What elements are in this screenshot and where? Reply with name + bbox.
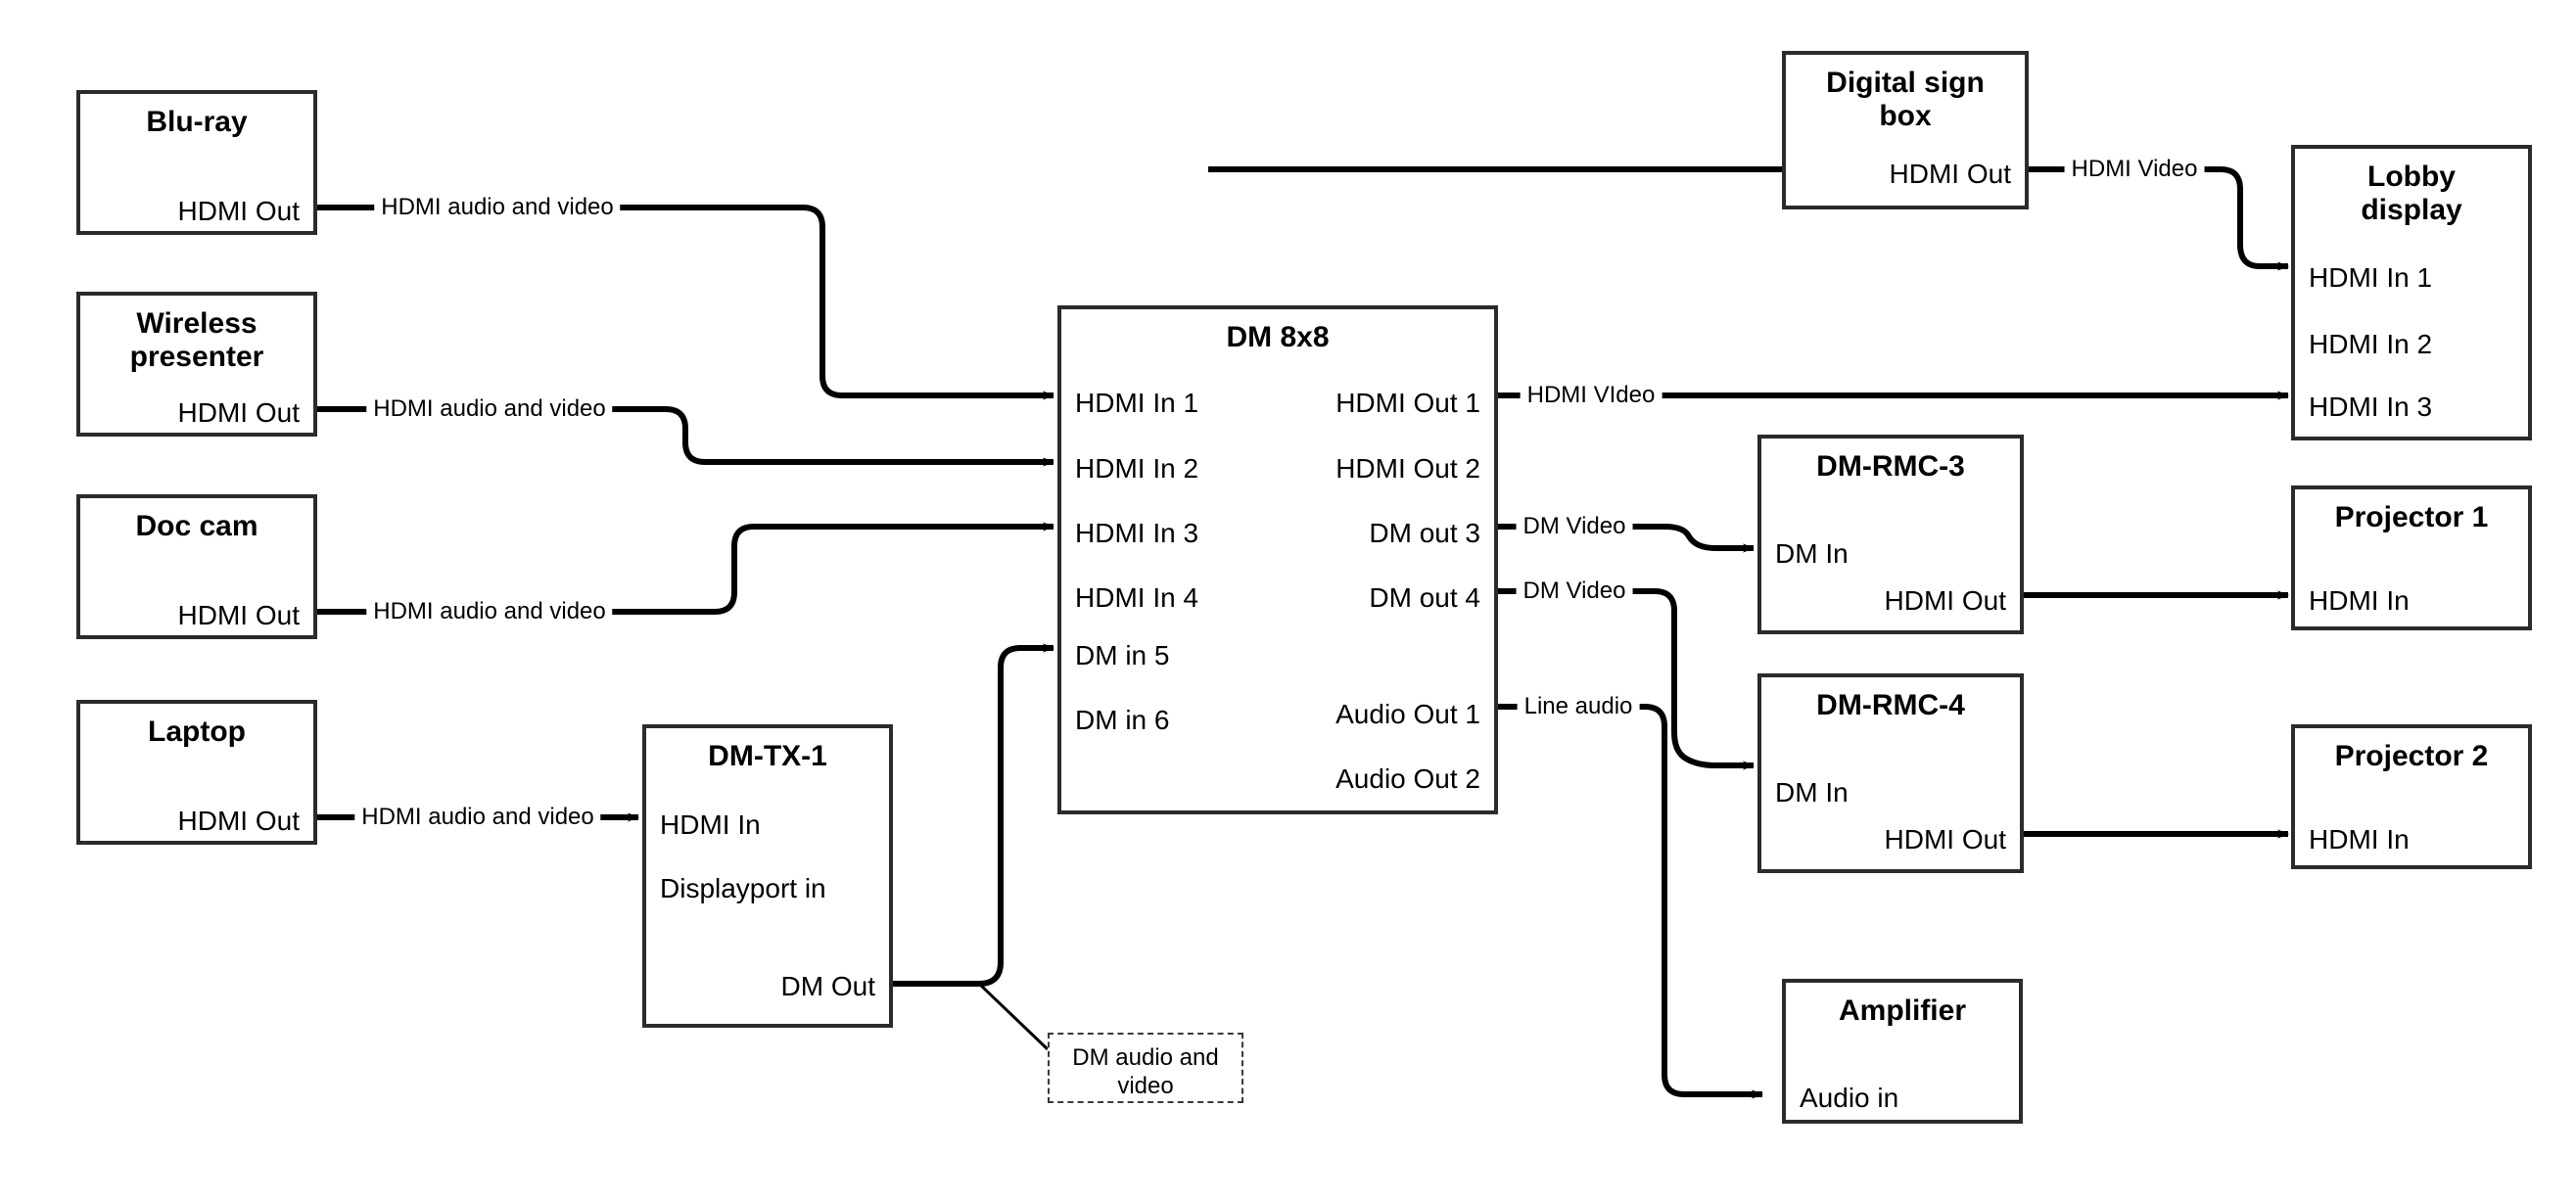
- node-wireless-presenter[interactable]: Wireless presenter HDMI Out: [76, 292, 317, 437]
- port-digital-sign-hdmi-out[interactable]: HDMI Out: [1889, 159, 2011, 189]
- wire-label-dm-out4-to-rmc4: DM Video: [1516, 579, 1633, 603]
- node-dm-tx-1[interactable]: DM-TX-1 HDMI In Displayport in DM Out: [642, 724, 893, 1028]
- wire-label-wireless-to-dm: HDMI audio and video: [366, 397, 613, 421]
- port-dm-rmc-3-dm-in[interactable]: DM In: [1775, 538, 1849, 569]
- port-dm-rmc-4-dm-in[interactable]: DM In: [1775, 777, 1849, 808]
- port-projector-1-hdmi-in[interactable]: HDMI In: [2309, 585, 2410, 616]
- wire-label-dm-out1-to-lobby: HDMI VIdeo: [1520, 384, 1663, 407]
- node-title-doc-cam: Doc cam: [135, 510, 258, 542]
- port-lobby-display-hdmi-in-3[interactable]: HDMI In 3: [2309, 392, 2433, 422]
- callout-dm-audio-video: DM audio and video: [1048, 1033, 1243, 1103]
- port-dm-8x8-hdmi-in-1[interactable]: HDMI In 1: [1075, 388, 1199, 418]
- node-amplifier[interactable]: Amplifier Audio in: [1782, 979, 2023, 1124]
- port-dm-rmc-4-hdmi-out[interactable]: HDMI Out: [1884, 824, 2006, 855]
- port-dm-tx-1-dm-out[interactable]: DM Out: [780, 971, 875, 1001]
- port-laptop-hdmi-out[interactable]: HDMI Out: [177, 806, 300, 836]
- wire-label-dm-out3-to-rmc3: DM Video: [1516, 515, 1633, 538]
- wire-dm8x8-out4-to-rmc4: [1498, 588, 1755, 770]
- port-dm-8x8-dm-in-6[interactable]: DM in 6: [1075, 705, 1170, 735]
- node-lobby-display[interactable]: Lobby display HDMI In 1 HDMI In 2 HDMI I…: [2291, 145, 2532, 440]
- node-title-laptop: Laptop: [148, 716, 246, 748]
- wire-bluray-to-dm8x8: [317, 205, 1054, 400]
- node-title-lobby-display-line2: display: [2361, 193, 2462, 226]
- port-dm-8x8-dm-in-5[interactable]: DM in 5: [1075, 640, 1170, 670]
- port-dm-8x8-audio-out-1[interactable]: Audio Out 1: [1335, 699, 1480, 729]
- port-dm-8x8-audio-out-2[interactable]: Audio Out 2: [1335, 763, 1480, 794]
- node-laptop[interactable]: Laptop HDMI Out: [76, 700, 317, 845]
- node-title-dm-rmc-4: DM-RMC-4: [1816, 689, 1965, 721]
- node-dm-8x8[interactable]: DM 8x8 HDMI In 1 HDMI In 2 HDMI In 3 HDM…: [1057, 305, 1498, 814]
- node-title-lobby-display-line1: Lobby: [2367, 161, 2456, 193]
- wire-dm8x8-audio1-to-amp: [1498, 704, 1763, 1099]
- node-title-amplifier: Amplifier: [1838, 994, 1967, 1027]
- node-title-digital-sign-line1: Digital sign: [1826, 67, 1985, 99]
- wire-label-sign-to-lobby: HDMI Video: [2064, 158, 2205, 181]
- port-dm-8x8-hdmi-in-3[interactable]: HDMI In 3: [1075, 518, 1199, 548]
- port-projector-2-hdmi-in[interactable]: HDMI In: [2309, 824, 2410, 855]
- port-dm-rmc-3-hdmi-out[interactable]: HDMI Out: [1884, 585, 2006, 616]
- port-amplifier-audio-in[interactable]: Audio in: [1800, 1083, 1899, 1113]
- node-title-projector-2: Projector 2: [2334, 740, 2489, 772]
- wire-sign-to-lobby: [1208, 166, 2289, 271]
- port-lobby-display-hdmi-in-1[interactable]: HDMI In 1: [2309, 262, 2433, 293]
- wire-label-laptop-to-tx: HDMI audio and video: [354, 806, 601, 829]
- node-title-wireless-presenter-line2: presenter: [129, 340, 264, 373]
- wire-dmtx1-to-dm8x8: [893, 643, 1054, 987]
- wire-label-audio-out1-to-amp: Line audio: [1517, 695, 1640, 718]
- port-dm-8x8-hdmi-out-2[interactable]: HDMI Out 2: [1335, 453, 1480, 484]
- port-dm-8x8-hdmi-in-4[interactable]: HDMI In 4: [1075, 582, 1199, 613]
- node-title-digital-sign-line2: box: [1879, 99, 1932, 132]
- wire-label-doccam-to-dm: HDMI audio and video: [366, 600, 613, 624]
- port-dm-8x8-dm-out-3[interactable]: DM out 3: [1369, 518, 1480, 548]
- port-blu-ray-hdmi-out[interactable]: HDMI Out: [177, 196, 300, 226]
- node-title-wireless-presenter-line1: Wireless: [136, 307, 258, 340]
- port-dm-tx-1-hdmi-in[interactable]: HDMI In: [660, 809, 761, 840]
- node-title-dm-8x8: DM 8x8: [1226, 321, 1330, 353]
- port-dm-8x8-hdmi-out-1[interactable]: HDMI Out 1: [1335, 388, 1480, 418]
- node-blu-ray[interactable]: Blu-ray HDMI Out: [76, 90, 317, 235]
- port-dm-8x8-hdmi-in-2[interactable]: HDMI In 2: [1075, 453, 1199, 484]
- port-lobby-display-hdmi-in-2[interactable]: HDMI In 2: [2309, 329, 2433, 359]
- wire-label-bluray-to-dm: HDMI audio and video: [374, 196, 621, 219]
- node-projector-2[interactable]: Projector 2 HDMI In: [2291, 724, 2532, 869]
- callout-text: DM audio and video: [1072, 1044, 1219, 1099]
- port-dm-8x8-dm-out-4[interactable]: DM out 4: [1369, 582, 1480, 613]
- node-title-dm-tx-1: DM-TX-1: [708, 740, 827, 772]
- port-dm-tx-1-displayport-in[interactable]: Displayport in: [660, 873, 826, 903]
- port-wireless-presenter-hdmi-out[interactable]: HDMI Out: [177, 397, 300, 428]
- node-title-dm-rmc-3: DM-RMC-3: [1816, 450, 1965, 483]
- node-doc-cam[interactable]: Doc cam HDMI Out: [76, 494, 317, 639]
- node-title-blu-ray: Blu-ray: [146, 106, 248, 138]
- node-dm-rmc-3[interactable]: DM-RMC-3 DM In HDMI Out: [1757, 435, 2024, 634]
- port-doc-cam-hdmi-out[interactable]: HDMI Out: [177, 600, 300, 630]
- node-digital-sign-box[interactable]: Digital sign box HDMI Out: [1782, 51, 2029, 209]
- callout-leader-line: [977, 982, 1050, 1051]
- node-dm-rmc-4[interactable]: DM-RMC-4 DM In HDMI Out: [1757, 673, 2024, 873]
- node-title-projector-1: Projector 1: [2334, 501, 2489, 533]
- node-projector-1[interactable]: Projector 1 HDMI In: [2291, 485, 2532, 630]
